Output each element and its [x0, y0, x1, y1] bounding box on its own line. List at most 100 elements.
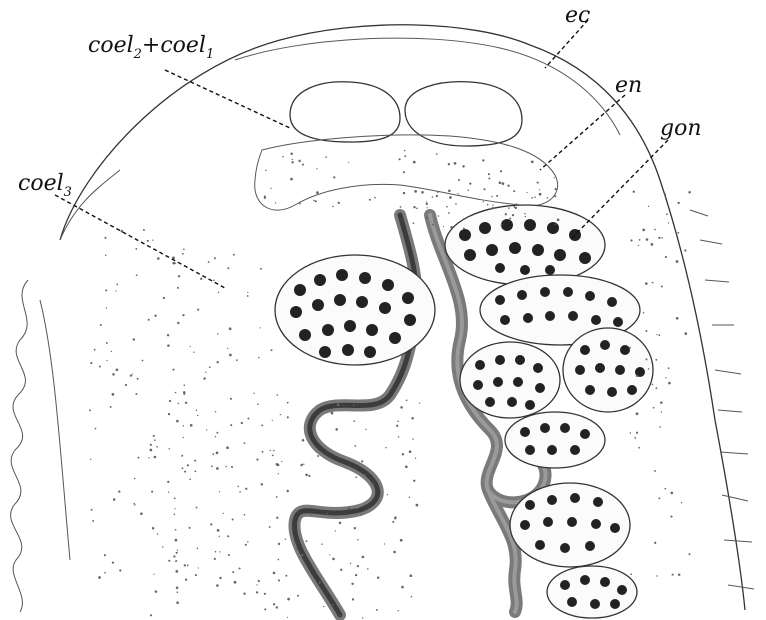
stipple-dot [450, 226, 453, 229]
stipple-dot [315, 200, 317, 202]
stipple-dot [305, 474, 308, 477]
stipple-dot [658, 497, 660, 499]
stipple-dot [273, 603, 275, 605]
stipple-dot [287, 416, 289, 418]
stipple-dot [678, 574, 680, 576]
stipple-dot [232, 571, 234, 573]
stipple-dot [326, 513, 328, 515]
stipple-dot [115, 290, 116, 291]
stipple-dot [665, 256, 667, 258]
stipple-dot [130, 374, 132, 376]
stipple-dot [658, 237, 660, 239]
stipple-dot [361, 460, 363, 462]
stipple-dot [168, 448, 169, 449]
stipple-dot [421, 191, 424, 194]
stipple-dot [676, 260, 679, 263]
stipple-dot [205, 372, 206, 373]
stipple-dot [426, 201, 427, 202]
stipple-dot [118, 490, 120, 492]
stipple-dot [177, 550, 178, 551]
stipple-dot [218, 292, 220, 294]
leader-en [540, 95, 625, 170]
stipple-dot [269, 526, 271, 528]
stipple-dot [515, 203, 517, 205]
stipple-dot [539, 193, 542, 196]
gonad-left [275, 255, 435, 365]
stipple-dot [173, 555, 175, 557]
stipple-dot [526, 192, 527, 193]
stipple-dot [688, 553, 690, 555]
label-coel3-sub: 3 [64, 185, 72, 200]
stipple-dot [297, 595, 299, 597]
stipple-dot [413, 480, 415, 482]
stipple-dot [148, 319, 150, 321]
stipple-dot [509, 218, 511, 220]
stipple-dot [501, 224, 503, 226]
body-wall-right [690, 210, 754, 589]
stipple-dot [154, 456, 157, 459]
stipple-dot [419, 402, 420, 403]
stipple-dot [298, 160, 300, 162]
stipple-dot [532, 197, 533, 198]
stipple-dot [167, 334, 169, 336]
stipple-dot [239, 491, 241, 493]
stipple-dot [351, 583, 353, 585]
stipple-dot [491, 196, 492, 197]
stipple-dot [98, 576, 101, 579]
stipple-dot [413, 206, 415, 208]
label-gon: gon [660, 116, 702, 141]
stipple-dot [177, 403, 178, 404]
stipple-dot [487, 204, 489, 206]
stipple-dot [443, 226, 444, 227]
stipple-dot [290, 178, 293, 181]
stipple-dot [150, 449, 153, 452]
stipple-dot [105, 255, 107, 256]
stipple-dot [539, 189, 540, 190]
stipple-dot [416, 504, 419, 507]
stipple-dot [684, 332, 687, 335]
stipple-dot [167, 481, 169, 483]
stipple-dot [277, 473, 278, 474]
stipple-dot [219, 551, 220, 552]
stipple-dot [287, 402, 289, 404]
stipple-dot [400, 539, 403, 542]
stipple-dot [353, 405, 355, 407]
stipple-dot [308, 475, 310, 477]
stipple-dot [374, 197, 376, 199]
stipple-dot [233, 254, 235, 256]
stipple-dot [258, 357, 260, 359]
stipple-dot [230, 398, 232, 400]
stipple-dot [340, 615, 341, 616]
stipple-dot [168, 413, 170, 415]
label-coel3-main: coel [18, 171, 64, 196]
stipple-dot [271, 349, 273, 351]
stipple-dot [110, 406, 112, 408]
stipple-dot [642, 229, 645, 232]
stipple-dot [194, 460, 196, 462]
stipple-dot [338, 202, 340, 204]
stipple-dot [432, 196, 434, 198]
stipple-dot [245, 544, 247, 546]
stipple-dot [106, 360, 107, 361]
stipple-dot [554, 195, 556, 197]
stipple-dot [154, 315, 156, 317]
stipple-dot [505, 213, 507, 215]
stipple-dot [260, 268, 262, 270]
stipple-dot [482, 159, 484, 161]
stipple-dot [231, 466, 233, 468]
stipple-dot [272, 455, 274, 457]
stipple-dot [555, 188, 557, 190]
stipple-dot [176, 560, 178, 562]
stipple-dot [138, 457, 140, 459]
stipple-dot [265, 170, 266, 171]
stipple-dot [183, 425, 184, 426]
stipple-dot [362, 617, 363, 618]
body-wall-left [11, 170, 120, 612]
stipple-dot [112, 561, 114, 563]
stipple-dot [672, 574, 674, 576]
stipple-dot [132, 374, 133, 375]
stipple-dot [688, 191, 691, 194]
stipple-dot [455, 203, 457, 205]
stipple-dot [652, 384, 654, 386]
stipple-dot [678, 202, 680, 204]
